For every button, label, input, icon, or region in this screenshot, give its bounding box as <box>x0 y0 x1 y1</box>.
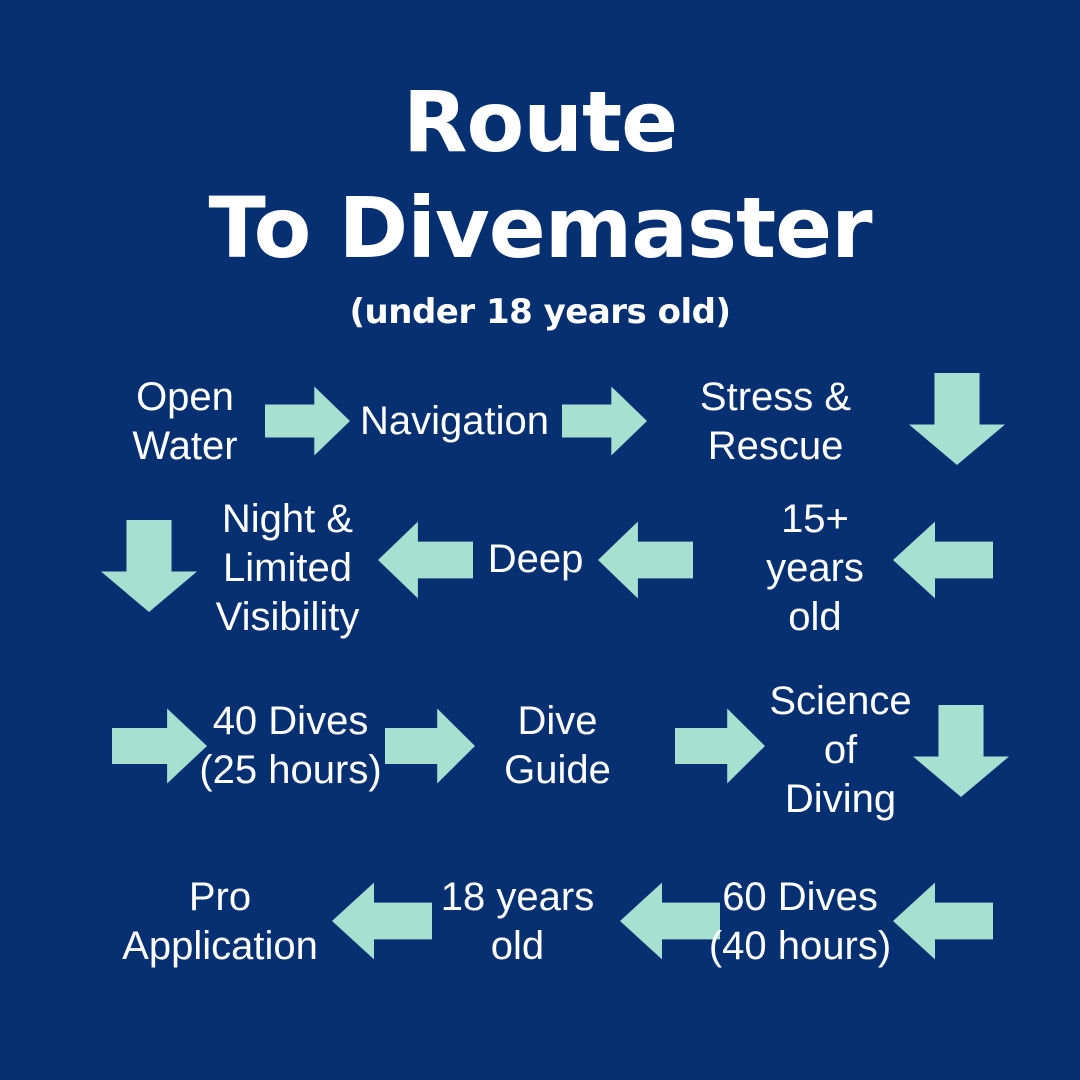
node-night-limited-visibility: Night & Limited Visibility <box>215 497 360 639</box>
flow-row-2: Night & Limited Visibility Deep 15+ year… <box>0 490 1080 640</box>
title-block: Route To Divemaster (under 18 years old) <box>0 0 1080 333</box>
node-40-dives: 40 Dives (25 hours) <box>199 699 382 792</box>
arrow-left-icon <box>893 882 993 960</box>
node-science-of-diving: Science of Diving <box>769 679 912 821</box>
arrow-down-icon <box>100 520 198 612</box>
arrow-right-icon <box>265 386 350 456</box>
flow-row-1: Open Water Navigation Stress & Rescue <box>0 365 1080 475</box>
arrow-left-icon <box>598 521 693 599</box>
page-title-line-2: To Divemaster <box>208 179 872 278</box>
node-navigation: Navigation <box>359 399 549 443</box>
arrow-left-icon <box>378 521 473 599</box>
node-dive-guide: Dive Guide <box>504 699 611 792</box>
node-stress-rescue: Stress & Rescue <box>699 375 852 468</box>
arrow-down-icon <box>908 373 1006 465</box>
page-title-line-1: Route <box>402 73 678 171</box>
node-pro-application: Pro Application <box>122 875 318 968</box>
page-subtitle: (under 18 years old) <box>349 292 732 333</box>
node-deep: Deep <box>487 537 584 581</box>
arrow-right-icon <box>562 386 647 456</box>
arrow-left-icon <box>893 521 993 599</box>
arrow-right-icon <box>112 708 207 784</box>
flow-row-4: Pro Application 18 years old 60 Dives (4… <box>0 865 1080 985</box>
node-60-dives: 60 Dives (40 hours) <box>708 875 892 968</box>
flow-row-3: 40 Dives (25 hours) Dive Guide Science o… <box>0 675 1080 825</box>
node-15-years-old: 15+ years old <box>766 497 864 639</box>
arrow-left-icon <box>332 882 432 960</box>
arrow-right-icon <box>675 708 765 784</box>
node-18-years-old: 18 years old <box>440 875 595 968</box>
arrow-right-icon <box>385 708 475 784</box>
node-open-water: Open Water <box>132 375 238 468</box>
arrow-down-icon <box>912 705 1010 797</box>
